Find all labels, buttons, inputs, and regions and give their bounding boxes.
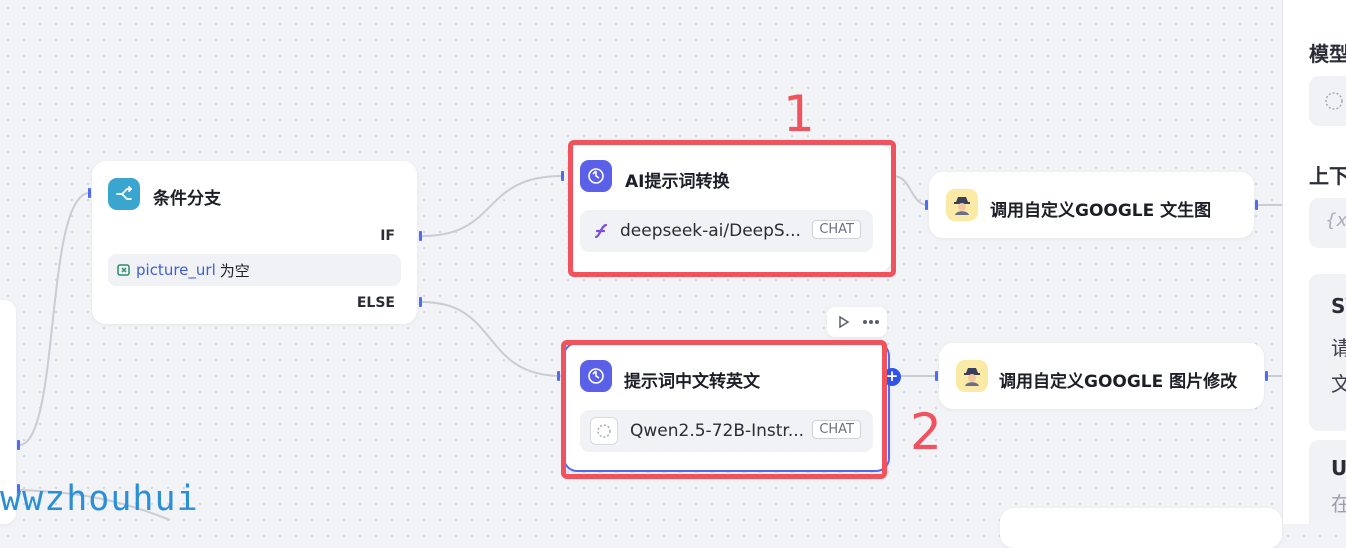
condition-variable: picture_url [136, 261, 216, 279]
model-select-box[interactable] [1309, 76, 1346, 126]
prompt-translate-chat-tag: CHAT [812, 420, 861, 439]
node-settings-panel: 模型 上下 {x} SY 请 文 U 在 [1282, 0, 1346, 524]
google-edit-input-port[interactable] [935, 371, 938, 381]
annotation-number-2: 2 [910, 403, 942, 461]
more-options-icon[interactable] [862, 319, 880, 325]
system-prompt-box[interactable]: SY 请 文 [1309, 274, 1346, 431]
ai-prompt-chat-tag: CHAT [812, 220, 861, 239]
deepseek-model-icon [594, 223, 608, 239]
spy-agent-icon [946, 189, 978, 221]
google-text-output-port[interactable] [1255, 200, 1258, 210]
if-branch-label: IF [380, 228, 395, 244]
prompt-translate-input-port[interactable] [557, 371, 560, 381]
google-edit-output-port[interactable] [1265, 371, 1268, 381]
variable-condition-icon [117, 264, 130, 276]
context-section-heading: 上下 [1309, 164, 1346, 188]
prompt-translate-title: 提示词中文转英文 [624, 372, 760, 392]
prompt-translate-model-selector[interactable]: Qwen2.5-72B-Instr... CHAT [580, 410, 873, 452]
context-variable-box[interactable]: {x} [1309, 198, 1346, 248]
author-watermark: wwzhouhui [0, 479, 199, 519]
offscreen-bottom-node[interactable] [1000, 508, 1282, 548]
ai-prompt-input-port[interactable] [561, 171, 564, 181]
branch-icon [108, 178, 140, 210]
annotation-number-1: 1 [783, 85, 815, 143]
user-prompt-box[interactable]: U 在 [1309, 440, 1346, 524]
google-text-to-image-title: 调用自定义GOOGLE 文生图 [990, 201, 1212, 221]
highlight-frame-1 [568, 140, 896, 277]
condition-operator: 为空 [219, 261, 250, 280]
system-prompt-heading: SY [1331, 294, 1346, 318]
if-output-port[interactable] [419, 231, 422, 241]
add-node-button[interactable]: + [883, 368, 901, 386]
ai-prompt-model-selector[interactable]: deepseek-ai/DeepS... CHAT [580, 210, 873, 252]
system-prompt-line-2: 文 [1331, 368, 1346, 397]
user-prompt-heading: U [1331, 456, 1346, 480]
else-output-port[interactable] [419, 297, 422, 307]
condition-input-port[interactable] [88, 188, 91, 198]
highlight-frame-2 [561, 340, 887, 479]
ai-prompt-title: AI提示词转换 [625, 172, 730, 192]
google-image-edit-node[interactable]: 调用自定义GOOGLE 图片修改 [939, 343, 1264, 409]
google-image-edit-title: 调用自定义GOOGLE 图片修改 [999, 372, 1238, 392]
start-node-output-port-2[interactable] [17, 484, 20, 494]
google-text-input-port[interactable] [925, 200, 928, 210]
ai-prompt-node[interactable]: AI提示词转换 deepseek-ai/DeepS... CHAT [569, 143, 891, 273]
ai-chat-icon [580, 160, 612, 192]
model-section-heading: 模型 [1309, 42, 1346, 66]
user-prompt-line-1: 在 [1331, 488, 1346, 517]
model-placeholder-icon [1325, 92, 1343, 110]
start-node-output-port[interactable] [17, 440, 20, 450]
offscreen-start-node[interactable] [0, 300, 16, 524]
run-icon[interactable] [837, 315, 851, 329]
condition-expression[interactable]: picture_url 为空 [108, 254, 401, 286]
ai-chat-icon [580, 360, 612, 392]
system-prompt-line-1: 请 [1331, 332, 1346, 361]
condition-node-title: 条件分支 [153, 189, 221, 209]
google-text-to-image-node[interactable]: 调用自定义GOOGLE 文生图 [929, 172, 1254, 238]
node-toolbar [827, 307, 887, 337]
variable-placeholder: {x} [1325, 210, 1346, 231]
spy-agent-icon [956, 360, 988, 392]
else-branch-label: ELSE [356, 295, 395, 311]
qwen-model-icon [590, 417, 618, 445]
condition-branch-node[interactable]: 条件分支 IF picture_url 为空 ELSE [92, 161, 417, 324]
prompt-translate-model-name: Qwen2.5-72B-Instr... [630, 421, 805, 441]
ai-prompt-model-name: deepseek-ai/DeepS... [620, 221, 801, 241]
